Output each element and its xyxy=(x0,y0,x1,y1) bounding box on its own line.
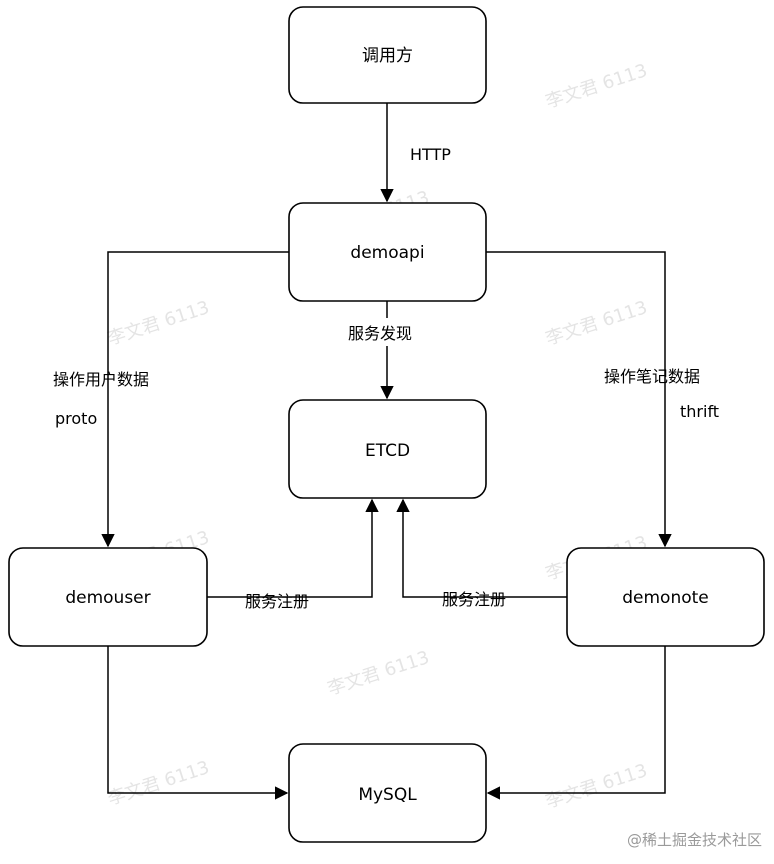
edge-demouser-register-etcd xyxy=(207,498,379,598)
edge-labels: HTTP 服务发现 操作用户数据 proto 操作笔记数据 thrift 服务注… xyxy=(53,145,719,611)
node-label: demonote xyxy=(622,588,709,608)
node-label: MySQL xyxy=(358,785,417,805)
node-mysql: MySQL xyxy=(288,743,487,843)
node-caller: 调用方 xyxy=(288,6,487,104)
node-label: 调用方 xyxy=(362,46,413,66)
edges xyxy=(101,103,672,800)
edge-demoapi-to-demonote xyxy=(486,251,672,548)
node-label: demouser xyxy=(65,588,150,608)
edge-label-user-proto: proto xyxy=(55,409,97,428)
edge-label-note-register: 服务注册 xyxy=(442,590,506,609)
edge-label-user-register: 服务注册 xyxy=(245,592,309,611)
watermark-text: 李文君 6113 xyxy=(543,60,650,113)
node-box xyxy=(566,547,765,647)
node-label: ETCD xyxy=(365,441,410,461)
watermark-text: 李文君 6113 xyxy=(105,297,212,350)
node-demonote: demonote xyxy=(566,547,765,647)
edge-demoapi-to-demouser xyxy=(101,251,289,548)
edge-demouser-to-mysql xyxy=(107,646,289,800)
edge-label-note-proto: thrift xyxy=(680,402,719,421)
edge-demonote-register-etcd xyxy=(396,498,567,598)
node-demouser: demouser xyxy=(8,547,208,647)
edge-label-note-ops: 操作笔记数据 xyxy=(604,367,700,386)
node-box xyxy=(288,6,487,104)
edge-label-background xyxy=(330,318,430,346)
edge-label-discovery: 服务发现 xyxy=(348,324,412,343)
watermark-text: 李文君 6113 xyxy=(543,297,650,350)
watermark-text: 李文君 6113 xyxy=(543,760,650,813)
watermark-text: 李文君 6113 xyxy=(105,757,212,810)
node-box xyxy=(288,743,487,843)
watermark-text: 李文君 6113 xyxy=(325,647,432,700)
node-box xyxy=(288,399,487,499)
node-box xyxy=(8,547,208,647)
node-label: demoapi xyxy=(350,243,424,263)
edge-demonote-to-mysql xyxy=(486,646,666,800)
node-etcd: ETCD xyxy=(288,399,487,499)
node-box xyxy=(288,202,487,302)
edge-label-user-ops: 操作用户数据 xyxy=(53,370,149,389)
site-watermark: @稀土掘金技术社区 xyxy=(626,831,762,849)
node-demoapi: demoapi xyxy=(288,202,487,302)
edge-label-http: HTTP xyxy=(410,145,451,164)
